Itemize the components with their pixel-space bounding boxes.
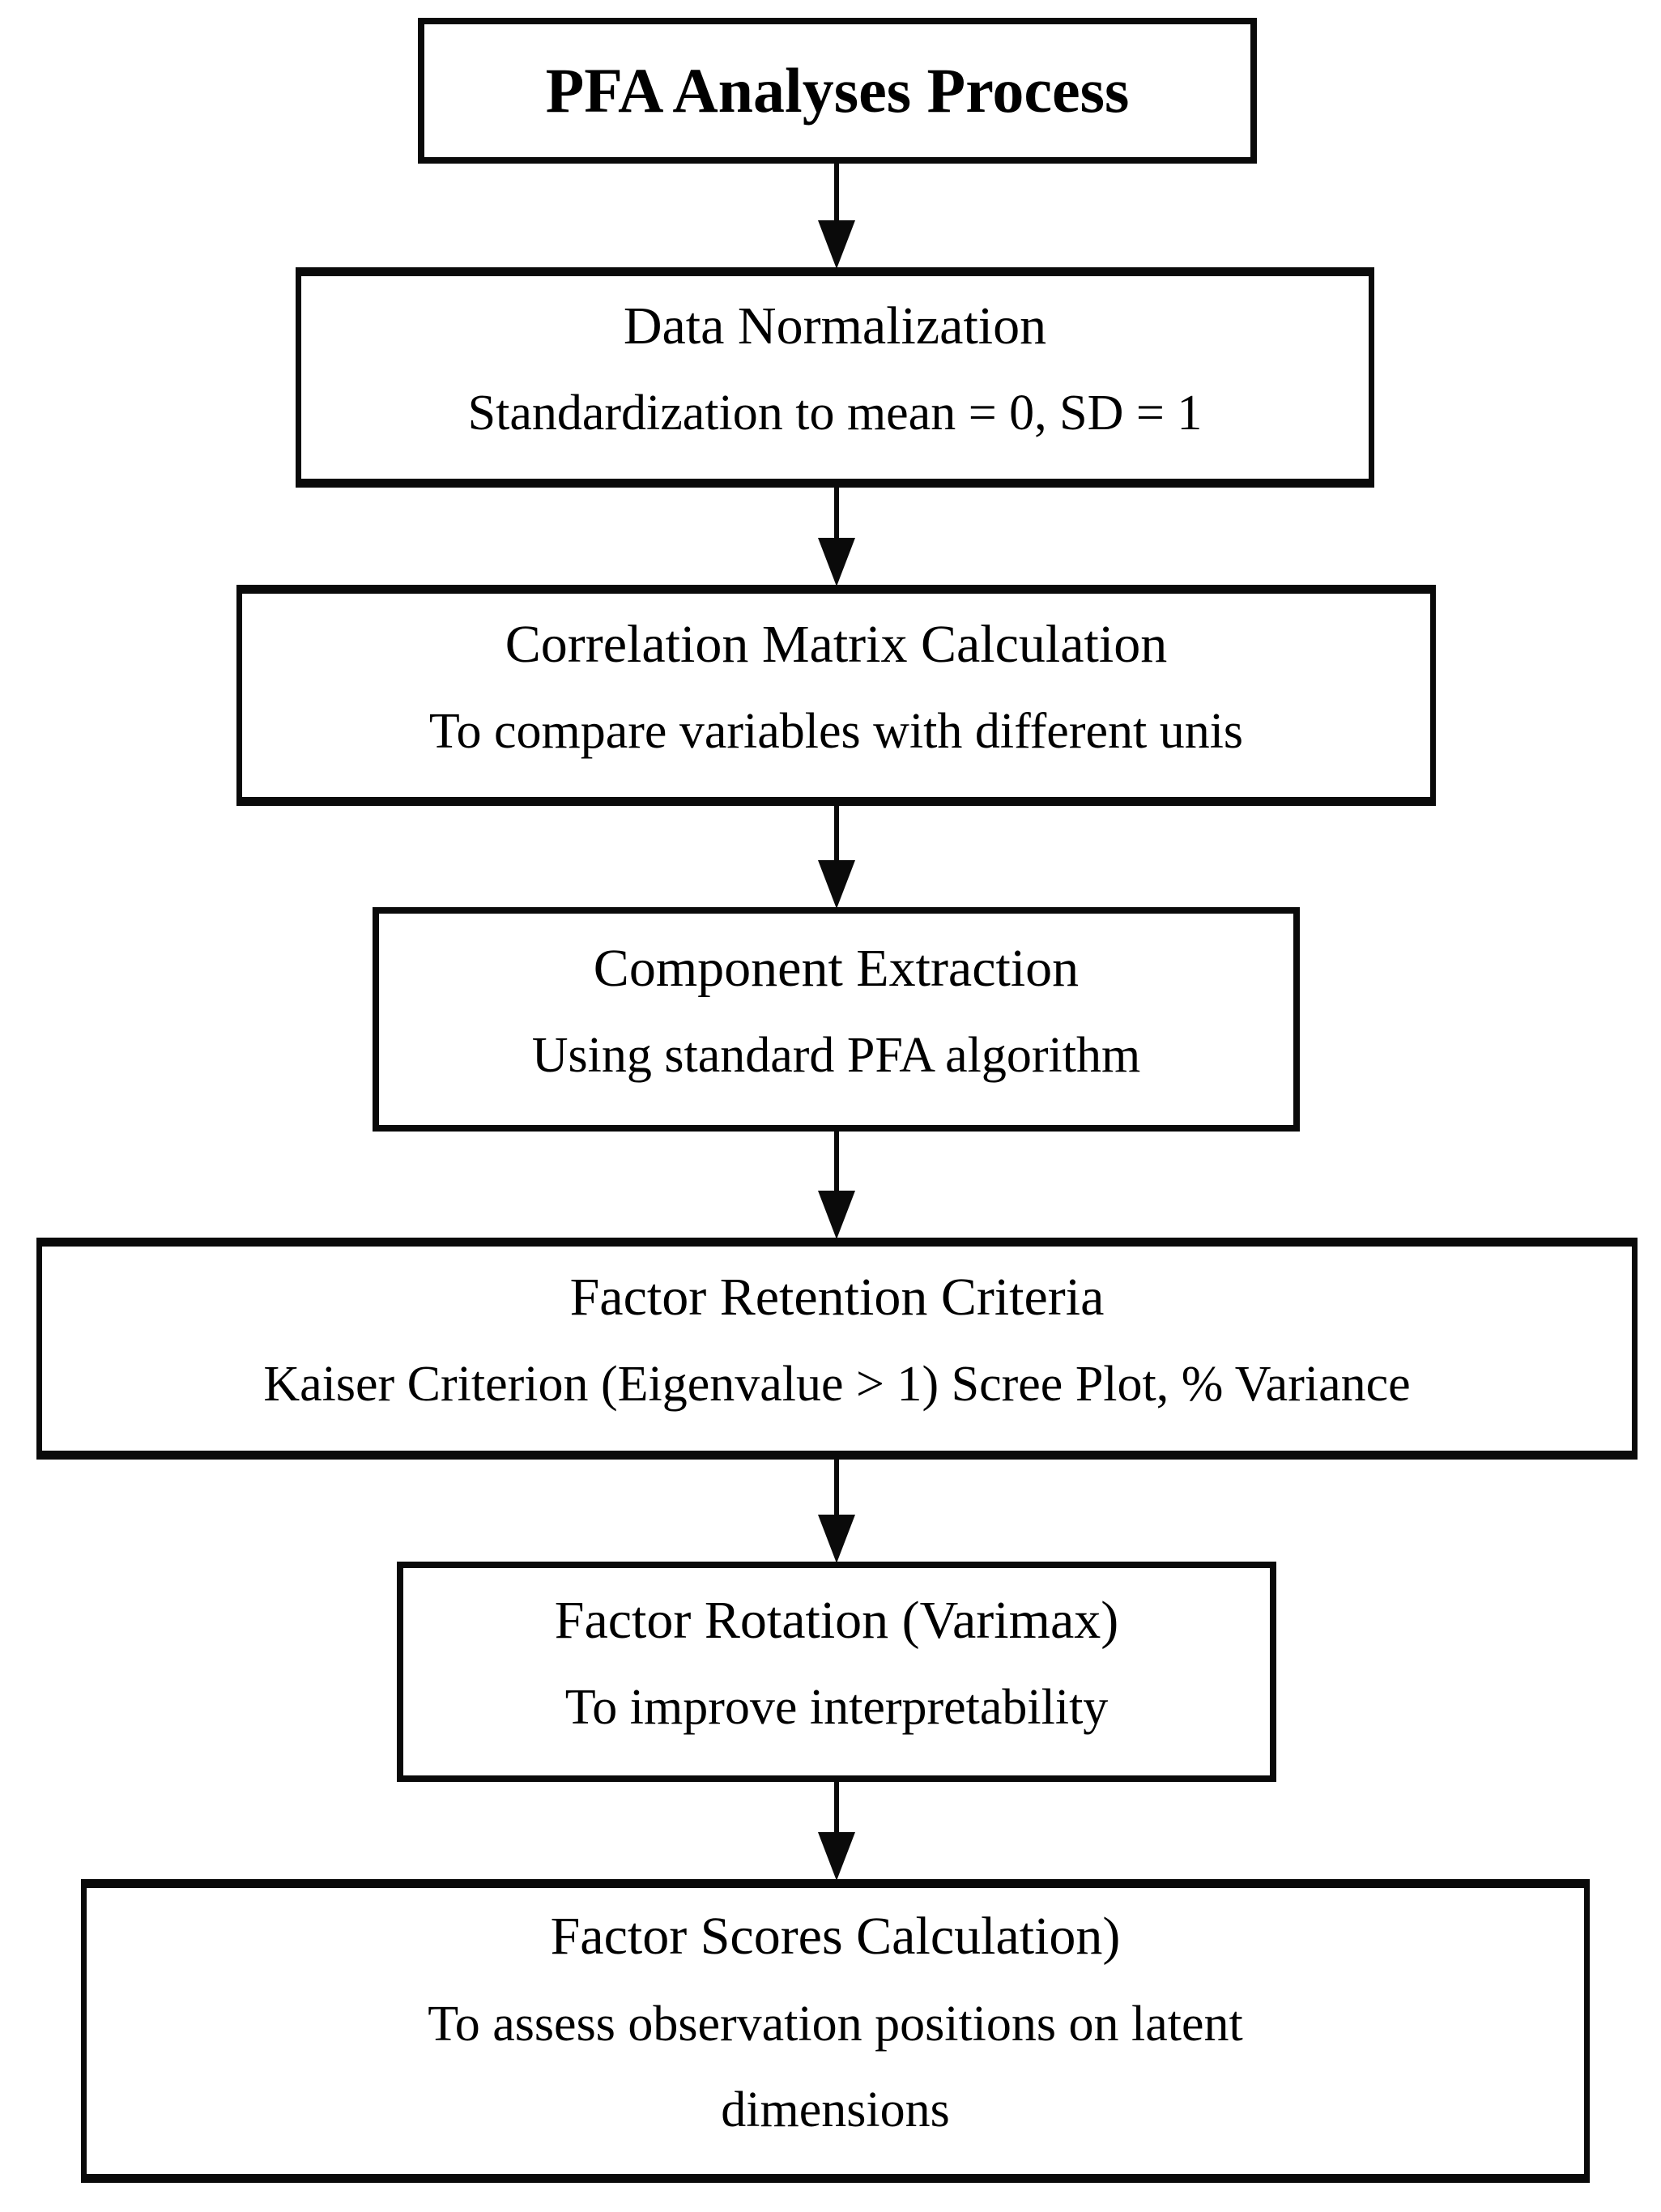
arrow-shaft bbox=[834, 162, 839, 227]
arrow-shaft bbox=[834, 486, 839, 544]
arrow-head-icon bbox=[818, 860, 855, 909]
flow-box-component-extraction: Component Extraction Using standard PFA … bbox=[373, 907, 1300, 1132]
down-arrow-connector-4 bbox=[818, 1130, 855, 1239]
arrow-head-icon bbox=[818, 1832, 855, 1881]
step-title: Factor Rotation (Varimax) bbox=[554, 1591, 1119, 1651]
step-title: Data Normalization bbox=[623, 296, 1047, 356]
flow-box-pfa-analyses-process: PFA Analyses Process bbox=[418, 18, 1257, 164]
down-arrow-connector-2 bbox=[818, 486, 855, 586]
flow-box-factor-rotation-varimax: Factor Rotation (Varimax) To improve int… bbox=[397, 1562, 1276, 1782]
flowchart-title: PFA Analyses Process bbox=[545, 55, 1130, 126]
step-subtitle: To compare variables with different unis bbox=[428, 703, 1244, 759]
down-arrow-connector-6 bbox=[818, 1780, 855, 1881]
down-arrow-connector-3 bbox=[818, 804, 855, 909]
arrow-shaft bbox=[834, 804, 839, 867]
step-title: Correlation Matrix Calculation bbox=[505, 614, 1168, 674]
step-title: Factor Retention Criteria bbox=[569, 1268, 1105, 1328]
flow-box-correlation-matrix-calculation: Correlation Matrix Calculation To compar… bbox=[236, 585, 1436, 806]
arrow-head-icon bbox=[818, 1515, 855, 1563]
arrow-shaft bbox=[834, 1780, 839, 1839]
arrow-shaft bbox=[834, 1458, 839, 1521]
step-subtitle: Using standard PFA algorithm bbox=[531, 1027, 1141, 1083]
step-title: Component Extraction bbox=[593, 938, 1080, 998]
step-subtitle: To improve interpretability bbox=[564, 1680, 1109, 1736]
flow-box-data-normalization: Data Normalization Standardization to me… bbox=[296, 267, 1374, 488]
arrow-head-icon bbox=[818, 220, 855, 269]
step-title: Factor Scores Calculation) bbox=[550, 1907, 1121, 1967]
arrow-head-icon bbox=[818, 538, 855, 586]
step-subtitle: Kaiser Criterion (Eigenvalue > 1) Scree … bbox=[263, 1357, 1411, 1413]
step-subtitle: Standardization to mean = 0, SD = 1 bbox=[467, 386, 1203, 441]
flow-box-factor-scores-calculation: Factor Scores Calculation) To assess obs… bbox=[81, 1879, 1590, 2183]
flow-box-factor-retention-criteria: Factor Retention Criteria Kaiser Criteri… bbox=[36, 1238, 1638, 1460]
step-subtitle: To assess observation positions on laten… bbox=[428, 1996, 1243, 2138]
down-arrow-connector-1 bbox=[818, 162, 855, 269]
arrow-shaft bbox=[834, 1130, 839, 1197]
arrow-head-icon bbox=[818, 1191, 855, 1239]
down-arrow-connector-5 bbox=[818, 1458, 855, 1563]
